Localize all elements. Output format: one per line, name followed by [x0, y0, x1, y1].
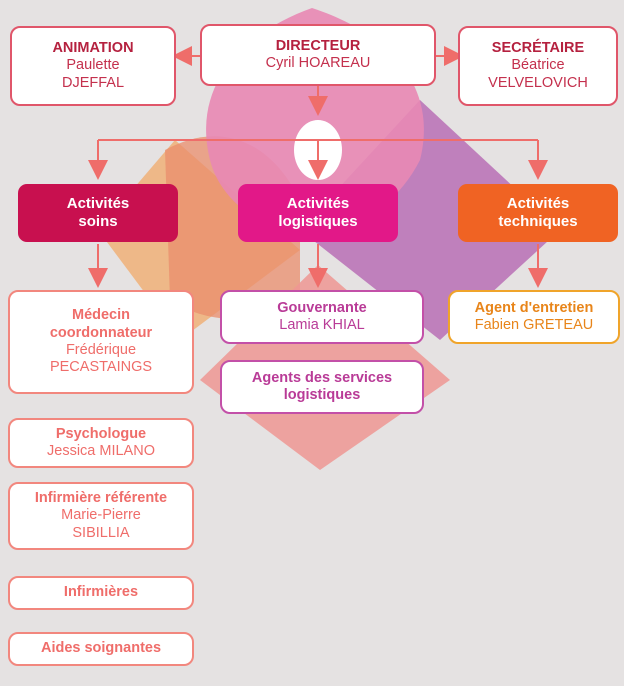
medecin-title2: coordonnateur	[49, 324, 153, 341]
secretaire-line2: VELVELOVICH	[488, 74, 588, 91]
agents-title1: Agents des services	[251, 369, 393, 386]
gouvernante-line1: Lamia KHIAL	[279, 317, 365, 333]
psychologue-line1: Jessica MILANO	[47, 443, 155, 459]
infirmiere-ref-title: Infirmière référente	[34, 489, 168, 506]
cat-soins: Activités soins	[18, 184, 178, 242]
cat-logistiques: Activités logistiques	[238, 184, 398, 242]
cat-techniques-line2: techniques	[498, 213, 578, 230]
gouvernante-box: Gouvernante Lamia KHIAL	[220, 290, 424, 344]
infirmieres-title: Infirmières	[63, 584, 139, 601]
infirmiere-ref-line1: Marie-Pierre	[61, 507, 141, 524]
medecin-box: Médecin coordonnateur Frédérique PECASTA…	[8, 290, 194, 394]
animation-title: ANIMATION	[52, 39, 134, 56]
agents-title2: logistiques	[283, 387, 361, 403]
cat-techniques: Activités techniques	[458, 184, 618, 242]
secretaire-box: SECRÉTAIRE Béatrice VELVELOVICH	[458, 26, 618, 106]
infirmieres-box: Infirmières	[8, 576, 194, 610]
agent-entretien-line1: Fabien GRETEAU	[474, 317, 594, 333]
medecin-line1: Frédérique	[65, 342, 137, 358]
animation-line2: DJEFFAL	[61, 74, 125, 91]
agent-entretien-title: Agent d'entretien	[474, 299, 594, 316]
agents-box: Agents des services logistiques	[220, 360, 424, 414]
aides-title: Aides soignantes	[40, 640, 162, 657]
animation-box: ANIMATION Paulette DJEFFAL	[10, 26, 176, 106]
cat-techniques-line1: Activités	[506, 195, 570, 212]
psychologue-title: Psychologue	[55, 425, 147, 442]
infirmiere-ref-box: Infirmière référente Marie-Pierre SIBILL…	[8, 482, 194, 550]
directeur-line1: Cyril HOAREAU	[265, 55, 371, 71]
animation-line1: Paulette	[66, 57, 120, 74]
cat-soins-line2: soins	[78, 213, 118, 230]
agent-entretien-box: Agent d'entretien Fabien GRETEAU	[448, 290, 620, 344]
cat-soins-line1: Activités	[66, 195, 130, 212]
psychologue-box: Psychologue Jessica MILANO	[8, 418, 194, 468]
medecin-title1: Médecin	[71, 307, 130, 324]
cat-logistiques-line2: logistiques	[278, 213, 358, 230]
secretaire-title: SECRÉTAIRE	[491, 39, 585, 56]
medecin-line2: PECASTAINGS	[49, 359, 153, 376]
directeur-box: DIRECTEUR Cyril HOAREAU	[200, 24, 436, 86]
cat-logistiques-line1: Activités	[286, 195, 350, 212]
infirmiere-ref-line2: SIBILLIA	[72, 524, 130, 541]
gouvernante-title: Gouvernante	[277, 299, 367, 316]
directeur-title: DIRECTEUR	[275, 37, 361, 54]
secretaire-line1: Béatrice	[511, 57, 565, 74]
aides-box: Aides soignantes	[8, 632, 194, 666]
